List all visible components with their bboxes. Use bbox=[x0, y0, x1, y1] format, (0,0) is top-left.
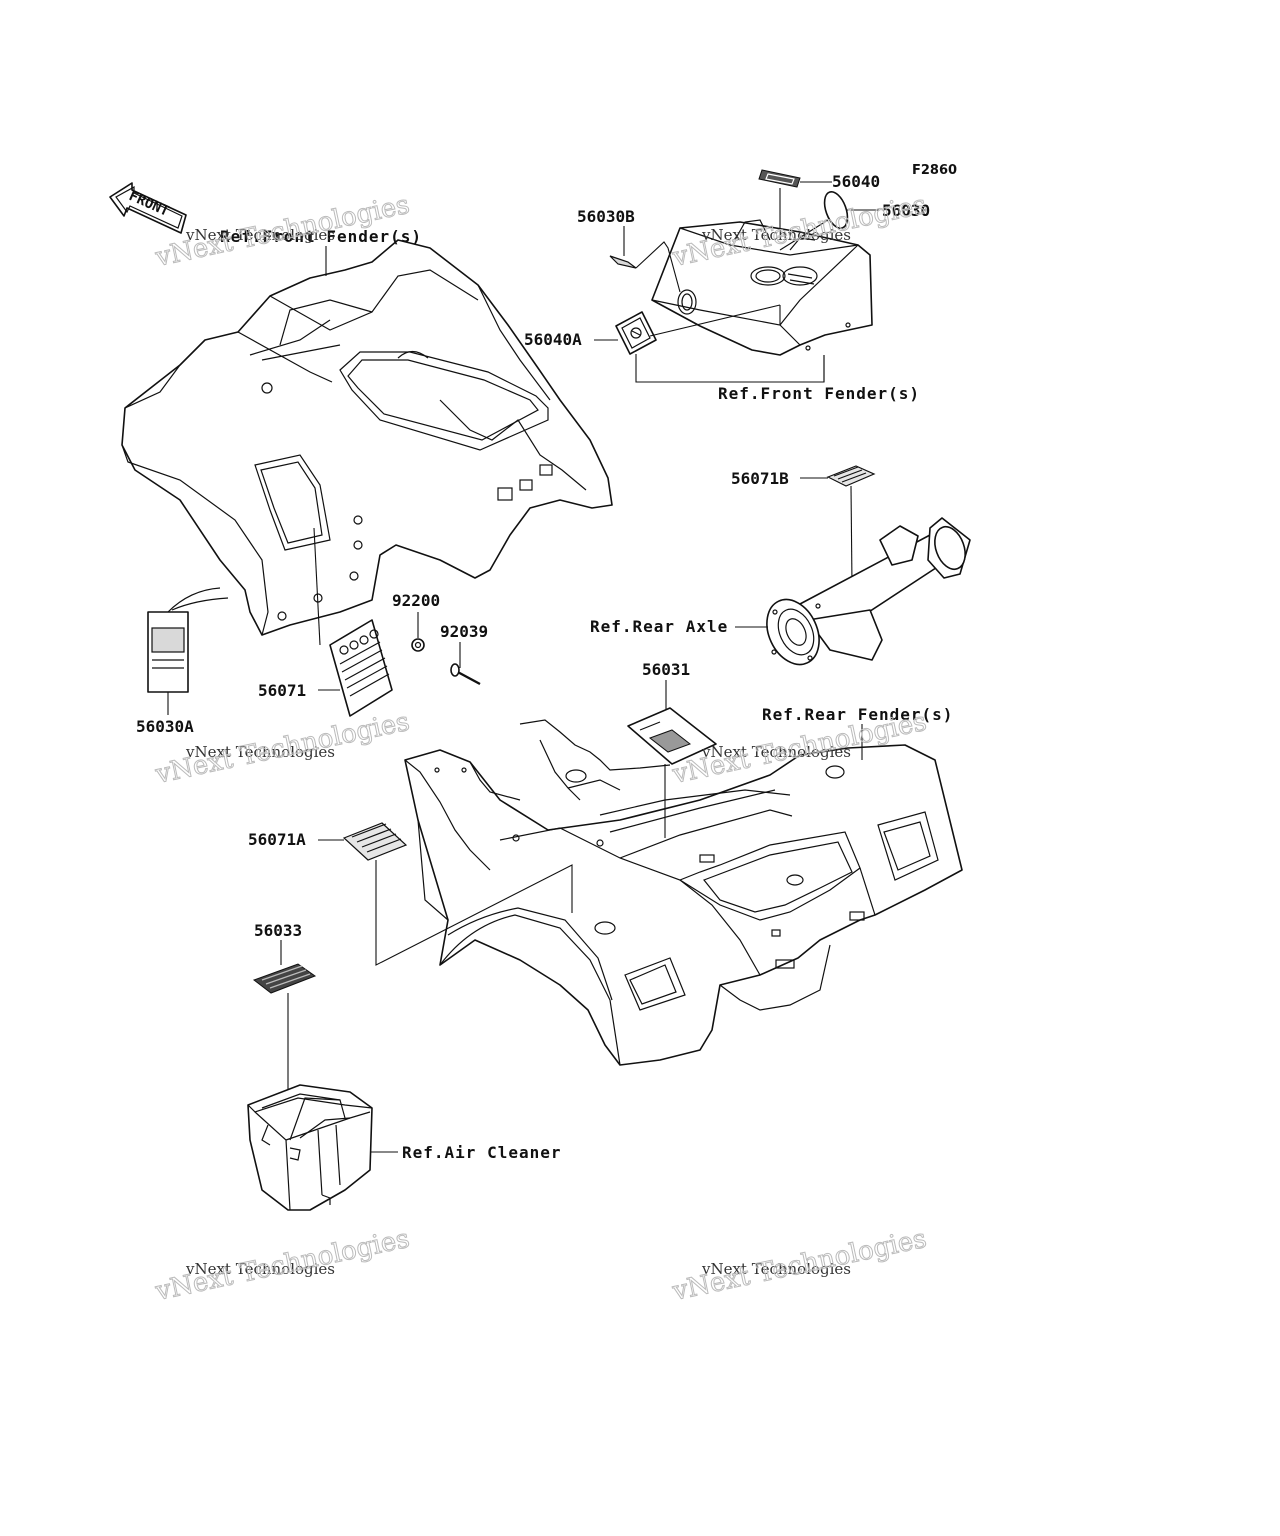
watermark-5: vNext Technologies vNext Technologies bbox=[152, 1223, 413, 1307]
svg-text:vNext Technologies: vNext Technologies bbox=[185, 226, 335, 244]
svg-text:vNext Technologies: vNext Technologies bbox=[185, 743, 335, 761]
nut-92200-drawing bbox=[411, 612, 425, 652]
strip-56030b-drawing bbox=[609, 226, 681, 293]
decal-56040-drawing bbox=[758, 169, 832, 230]
label-sticker-56033-drawing bbox=[252, 940, 317, 1090]
ref-air-cleaner: Ref.Air Cleaner bbox=[402, 1143, 562, 1162]
label-56071a: 56071A bbox=[248, 830, 306, 849]
air-cleaner-drawing bbox=[247, 1084, 398, 1211]
svg-text:vNext Technologies: vNext Technologies bbox=[185, 1260, 335, 1278]
ref-rear-axle: Ref.Rear Axle bbox=[590, 617, 728, 636]
label-56030a: 56030A bbox=[136, 717, 194, 736]
front-arrow-icon: FRONT bbox=[109, 182, 187, 234]
label-56030b: 56030B bbox=[577, 207, 635, 226]
label-56071b: 56071B bbox=[731, 469, 789, 488]
ref-front-fender-right: Ref.Front Fender(s) bbox=[718, 384, 920, 403]
tag-56030a-drawing bbox=[147, 587, 229, 715]
figure-code: F2860 bbox=[912, 163, 957, 178]
front-fender-right-drawing bbox=[651, 219, 873, 356]
label-56071: 56071 bbox=[258, 681, 306, 700]
screw-92039-drawing bbox=[450, 642, 481, 686]
svg-text:vNext Technologies: vNext Technologies bbox=[701, 743, 851, 761]
label-sticker-56071-drawing bbox=[313, 527, 393, 717]
cap-decal-56030-drawing bbox=[779, 191, 880, 251]
ref-rear-fender: Ref.Rear Fender(s) bbox=[762, 705, 953, 724]
label-sticker-56071a-drawing bbox=[318, 822, 573, 966]
rear-axle-drawing bbox=[735, 465, 971, 666]
watermark-6: vNext Technologies vNext Technologies bbox=[669, 1223, 930, 1307]
ref-front-fender-left: Ref.Front Fender(s) bbox=[220, 227, 422, 246]
label-56033: 56033 bbox=[254, 921, 302, 940]
svg-text:vNext Technologies: vNext Technologies bbox=[701, 226, 851, 244]
rear-fender-drawing bbox=[404, 719, 963, 1066]
front-fender-left-drawing bbox=[121, 239, 613, 636]
label-56040a: 56040A bbox=[524, 330, 582, 349]
label-56030: 56030 bbox=[882, 201, 930, 220]
label-92200: 92200 bbox=[392, 591, 440, 610]
label-sticker-56031-drawing bbox=[627, 680, 717, 838]
label-56040: 56040 bbox=[832, 172, 880, 191]
label-56031: 56031 bbox=[642, 660, 690, 679]
label-92039: 92039 bbox=[440, 622, 488, 641]
svg-text:vNext Technologies: vNext Technologies bbox=[701, 1260, 851, 1278]
